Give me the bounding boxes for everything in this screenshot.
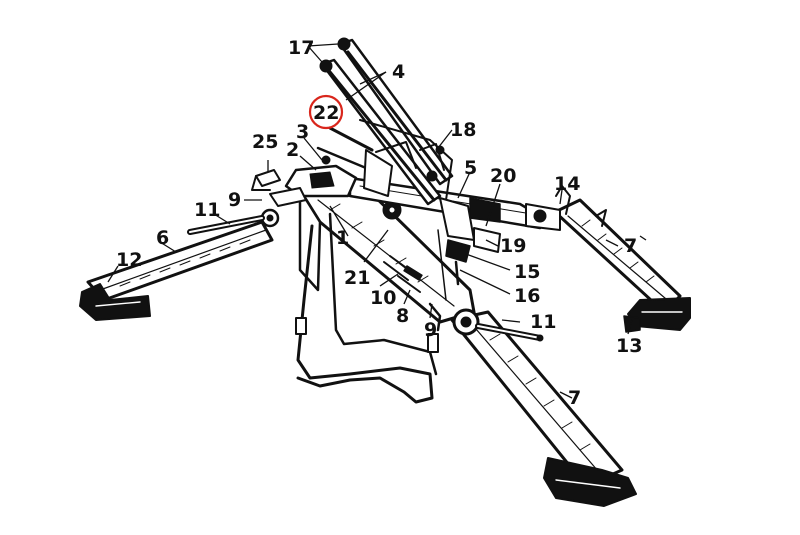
label-10: 10 [370,287,396,309]
label-4: 4 [392,61,405,83]
label-18: 18 [450,119,476,141]
diagram-drawing [79,37,691,507]
label-3: 3 [296,121,309,143]
right-rear-leg [553,198,691,333]
label-5: 5 [464,157,477,179]
left-bracket [251,155,358,207]
center-mechanism [437,197,501,301]
label-22[interactable]: 22 [313,102,339,124]
label-19: 19 [500,235,526,257]
label-2: 2 [286,139,299,161]
left-leg [79,220,274,321]
label-11-right: 11 [530,311,556,333]
label-9-top: 9 [228,189,241,211]
label-15: 15 [514,261,540,283]
highlight-circle-22[interactable] [308,94,344,130]
front-leg [450,310,637,507]
label-14: 14 [554,173,580,195]
label-1: 1 [336,227,349,249]
label-12: 12 [116,249,142,271]
leader-lines [107,43,647,399]
label-16: 16 [514,285,540,307]
part-labels: 17 4 22 18 3 25 2 5 20 14 9 11 6 7 19 12… [116,37,642,409]
label-11-left: 11 [194,199,220,221]
label-17: 17 [288,37,314,59]
label-7-right: 7 [624,235,637,257]
label-20: 20 [490,165,516,187]
label-6: 6 [156,227,169,249]
label-21: 21 [344,267,370,289]
label-13: 13 [616,335,642,357]
label-25: 25 [252,131,278,153]
label-7-front: 7 [568,387,581,409]
label-9-bottom: 9 [424,319,437,341]
carrying-strap [295,212,442,404]
cradle-body [260,180,480,336]
handles [187,215,544,342]
label-8: 8 [396,305,409,327]
